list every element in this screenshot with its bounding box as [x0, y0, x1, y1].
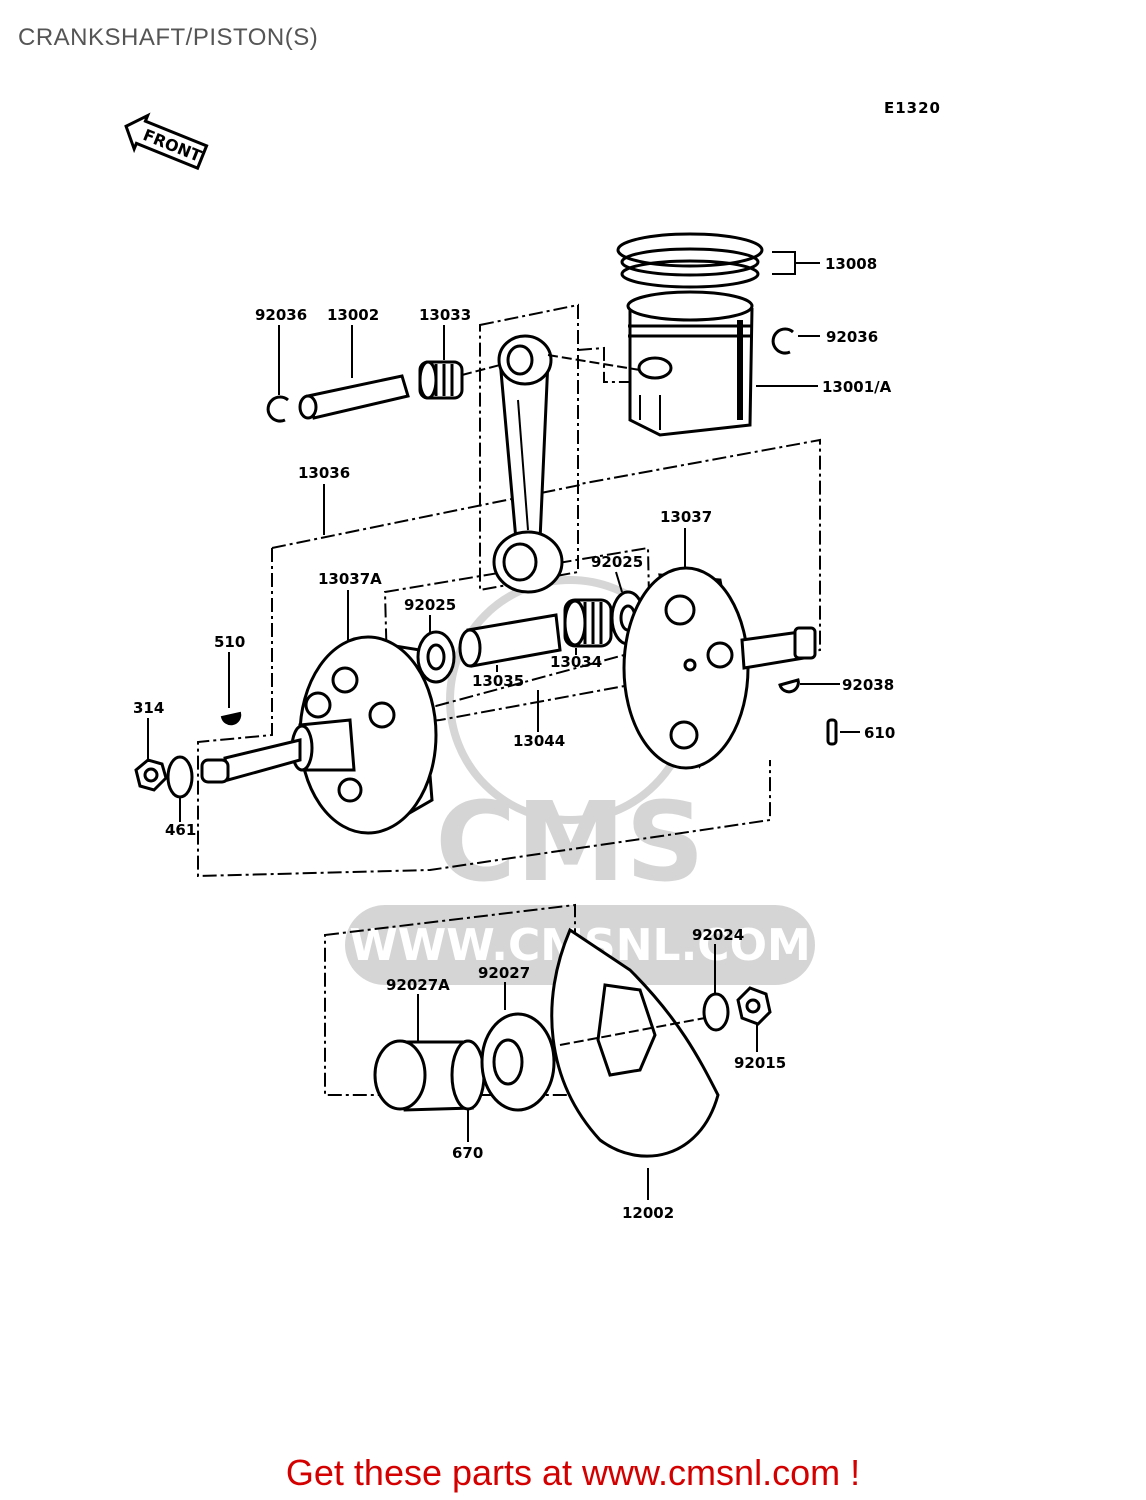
part-label-92027: 92027	[478, 964, 530, 982]
woodruff-key-92038	[778, 678, 800, 694]
connecting-rod	[492, 334, 564, 594]
sprocket-92027	[480, 1012, 556, 1112]
part-label-13037a: 13037A	[318, 570, 382, 588]
crank-lower-frame	[197, 548, 771, 878]
part-label-510: 510	[214, 633, 245, 651]
part-label-13037: 13037	[660, 508, 712, 526]
part-label-13035: 13035	[472, 672, 524, 690]
small-end-bearing	[418, 360, 464, 400]
connecting-rod-group-frame	[479, 303, 579, 592]
piston	[626, 290, 754, 437]
watermark-logo-text: CMS	[435, 778, 704, 906]
part-label-92038: 92038	[842, 676, 894, 694]
crank-washer	[166, 755, 194, 799]
page-title: CRANKSHAFT/PISTON(S)	[18, 24, 319, 51]
part-label-92036-left: 92036	[255, 306, 307, 324]
part-label-92015: 92015	[734, 1054, 786, 1072]
diagram-ref-code: E1320	[884, 99, 941, 117]
part-label-13008: 13008	[825, 255, 877, 273]
nut-92015	[736, 986, 772, 1026]
crank-web-left	[298, 635, 438, 835]
part-label-13044: 13044	[513, 732, 565, 750]
crankshaft-right-shaft	[740, 626, 817, 670]
piston-pin-clip-left	[266, 395, 289, 423]
part-label-13034: 13034	[550, 653, 602, 671]
part-label-314: 314	[133, 699, 164, 717]
piston-pin-clip-right	[771, 327, 794, 355]
crankshaft-left-shaft	[200, 718, 356, 784]
part-label-670: 670	[452, 1144, 483, 1162]
rotor-plate-12002	[550, 927, 720, 1158]
pin-610	[826, 718, 838, 746]
promo-link[interactable]: Get these parts at www.cmsnl.com !	[285, 1452, 861, 1493]
thrust-washer-right	[610, 590, 646, 646]
part-label-92024: 92024	[692, 926, 744, 944]
washer-92024	[702, 992, 730, 1032]
crank-pin	[458, 613, 562, 668]
crank-web-right	[622, 566, 750, 770]
thrust-washer-left	[416, 630, 456, 684]
part-label-92036-right: 92036	[826, 328, 878, 346]
front-arrow-icon: FRONT	[124, 112, 209, 171]
crank-nut	[134, 758, 168, 792]
part-label-12002: 12002	[622, 1204, 674, 1222]
piston-rings	[616, 232, 764, 289]
part-label-461: 461	[165, 821, 196, 839]
part-label-13002: 13002	[327, 306, 379, 324]
part-label-92027a: 92027A	[386, 976, 450, 994]
watermark: CMS WWW.CMSNL.COM	[345, 576, 815, 985]
part-label-92025-right: 92025	[591, 553, 643, 571]
part-label-13033: 13033	[419, 306, 471, 324]
piston-pin	[298, 374, 410, 420]
part-label-13001a: 13001/A	[822, 378, 892, 396]
woodruff-key-510	[220, 711, 242, 726]
part-label-92025-left: 92025	[404, 596, 456, 614]
big-end-bearing	[563, 598, 613, 648]
cover-group-frame	[324, 903, 576, 1096]
part-label-610: 610	[864, 724, 895, 742]
collar-92027a	[373, 1039, 486, 1112]
part-label-13036: 13036	[298, 464, 350, 482]
crankshaft-group-frame	[271, 438, 821, 723]
